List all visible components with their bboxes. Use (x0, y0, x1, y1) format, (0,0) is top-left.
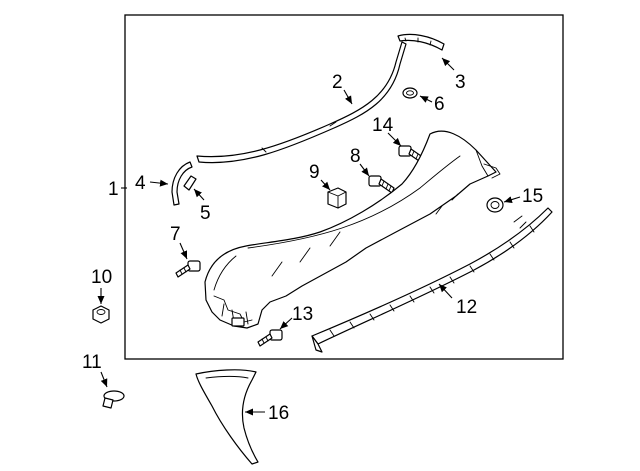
callout-6: 6 (434, 94, 445, 115)
part-16-garnish (195, 369, 259, 465)
part-3-molding (397, 33, 445, 51)
callout-4: 4 (135, 173, 146, 194)
callout-2: 2 (332, 72, 343, 93)
callout-9: 9 (309, 162, 320, 183)
part-13-bolt (257, 329, 283, 347)
part-4-side-molding (171, 161, 193, 206)
callout-8: 8 (350, 146, 361, 167)
callout-13: 13 (292, 304, 313, 325)
callout-15: 15 (522, 186, 543, 207)
part-6-grommet (402, 87, 418, 99)
part-1-spoiler (204, 130, 501, 329)
part-2-seal-strip (196, 41, 407, 164)
assembly-frame (124, 14, 564, 360)
callout-3: 3 (455, 72, 466, 93)
callout-16: 16 (268, 403, 289, 424)
callout-7: 7 (170, 224, 181, 245)
callout-12: 12 (456, 297, 477, 318)
callout-10: 10 (91, 267, 112, 288)
callout-14: 14 (372, 115, 394, 136)
callout-11: 11 (82, 352, 102, 373)
part-9-nut (327, 187, 347, 209)
part-15-grommet (486, 197, 504, 213)
callout-1: 1 (108, 179, 119, 200)
part-5-clip (183, 175, 197, 191)
part-8-bolt (368, 175, 395, 194)
callout-5: 5 (200, 203, 211, 224)
part-7-bolt (175, 260, 201, 278)
part-12-trim-rail (311, 207, 553, 353)
part-10-nut (92, 305, 110, 324)
part-11-pin (102, 390, 125, 409)
